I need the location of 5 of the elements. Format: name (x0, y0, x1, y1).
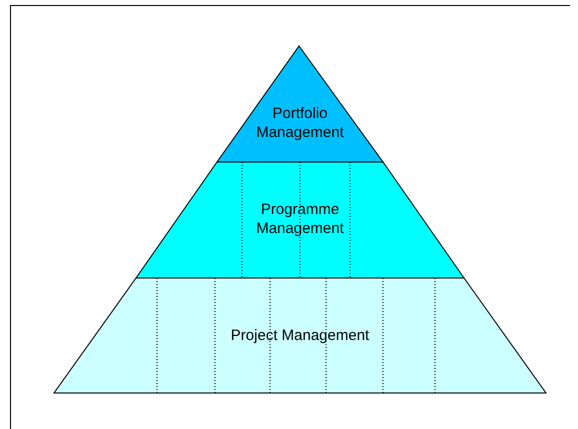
pyramid-tier (136, 162, 464, 278)
tier-label: Project Management (230, 326, 370, 345)
tier-label: Portfolio Management (255, 104, 345, 142)
tier-label: Programme Management (255, 200, 345, 238)
pyramid-tier (54, 278, 546, 393)
